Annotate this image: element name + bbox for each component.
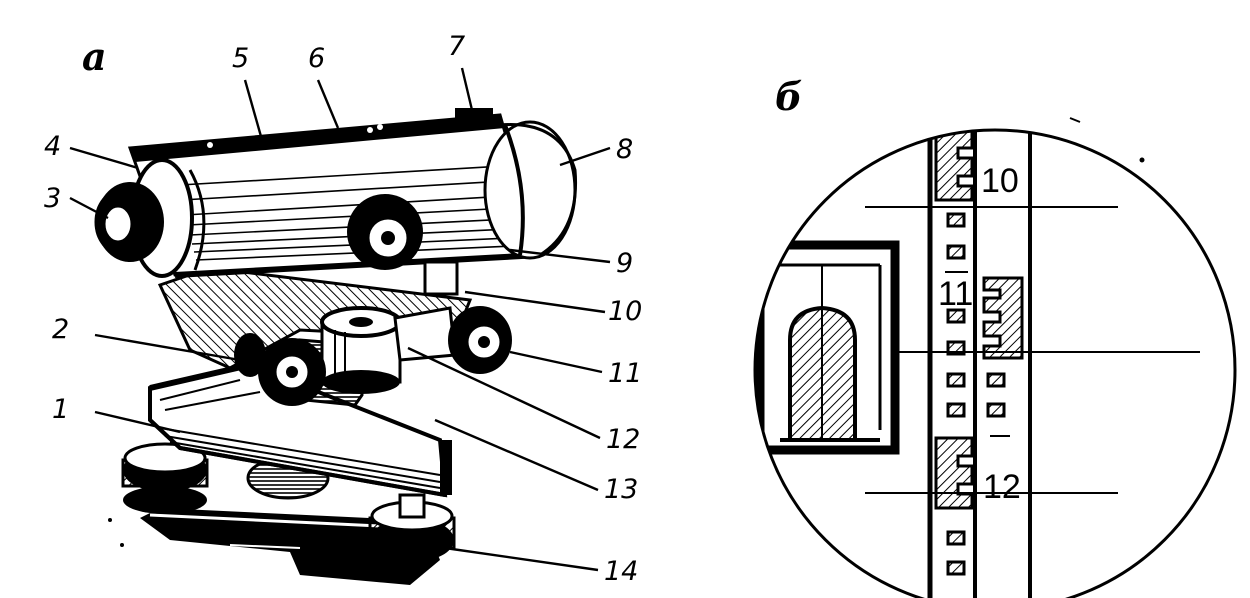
bubble-image: [755, 240, 900, 455]
staff-reading-lower: 12: [983, 468, 1021, 506]
callout-1: 1: [52, 394, 69, 425]
callout-9: 9: [616, 248, 633, 279]
callout-3: 3: [44, 183, 61, 214]
callout-13: 13: [604, 474, 638, 505]
tangent-screw: [393, 306, 512, 374]
callout-11: 11: [608, 358, 642, 389]
callout-leaders: [69, 67, 611, 572]
print-specks: [108, 117, 1145, 547]
focusing-screw: [347, 194, 423, 270]
circular-bubble: [320, 306, 402, 394]
field-circle: [753, 128, 1237, 598]
panel-label-a: a: [82, 34, 107, 79]
telescope-support: [423, 260, 459, 296]
callout-6: 6: [308, 43, 325, 74]
telescope: [127, 108, 578, 278]
foot-screw-left: [121, 442, 209, 514]
panel-label-b: б: [775, 74, 802, 119]
callout-12: 12: [606, 424, 640, 455]
elevation-screw: [234, 333, 326, 406]
levelling-staff: 10 11 12: [927, 130, 1036, 598]
level-instrument-drawing: [94, 108, 578, 585]
callout-10: 10: [608, 296, 642, 327]
callout-7: 7: [448, 31, 465, 62]
field-of-view: 10 11 12: [753, 128, 1237, 598]
callout-8: 8: [616, 134, 633, 165]
callout-2: 2: [52, 314, 69, 345]
callout-14: 14: [604, 556, 638, 587]
foot-screw-right: [368, 493, 456, 562]
eyepiece: [94, 182, 164, 262]
staff-reading-middle: 11: [938, 275, 973, 313]
callout-5: 5: [232, 43, 249, 74]
callout-4: 4: [44, 131, 61, 162]
staff-reading-upper: 10: [981, 162, 1019, 200]
reticle: [865, 206, 1200, 494]
callout-labels: 1 2 3 4 5 6 7 8 9 10 11 12 13 14: [44, 31, 642, 587]
